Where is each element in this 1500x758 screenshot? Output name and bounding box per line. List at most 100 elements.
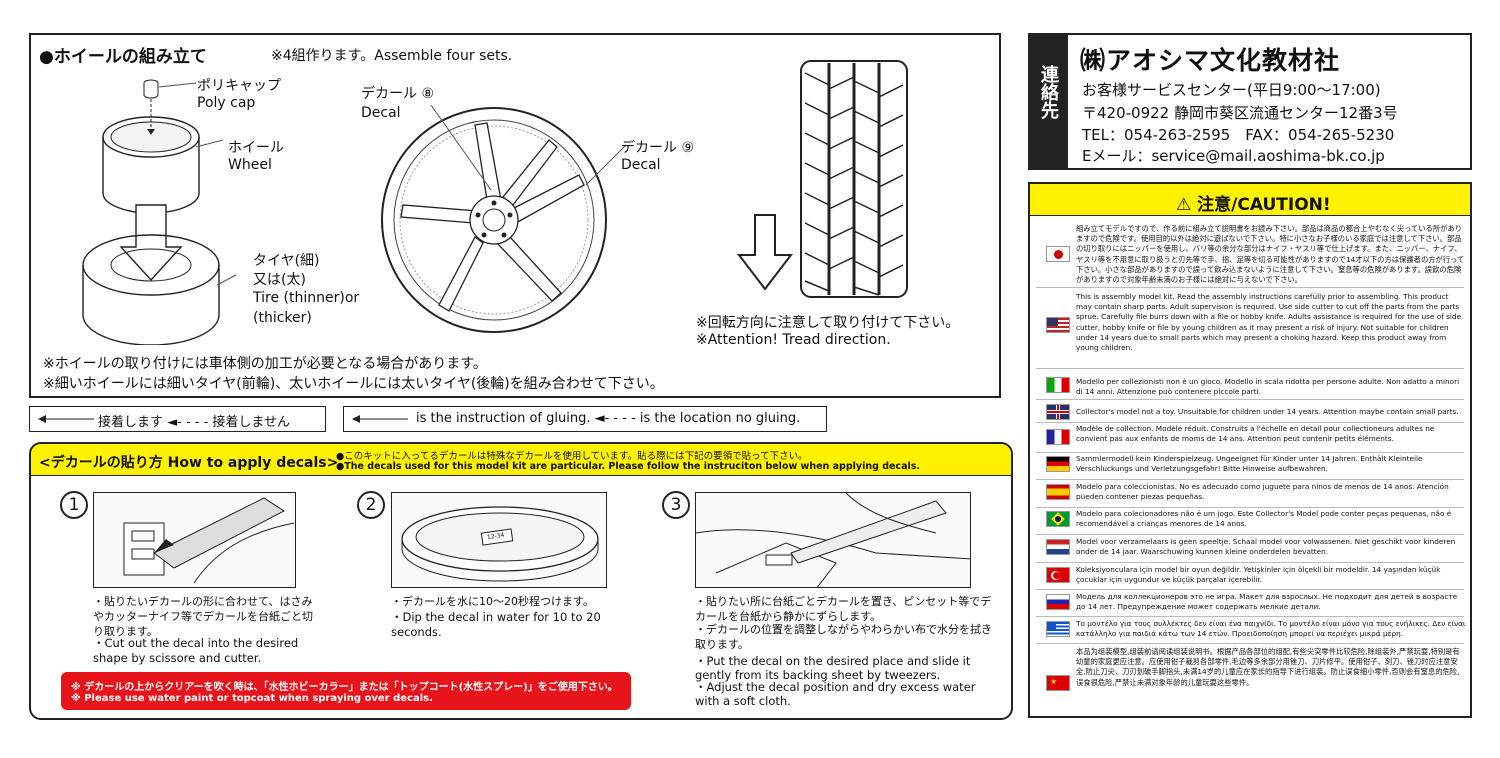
tire-label-jp1: タイヤ(細) — [253, 253, 320, 269]
caution-us: This is assembly model kit. Read the ass… — [1076, 292, 1462, 353]
caution-cn: 本品为组装模型,组装前请阅读组装说明书。根据产品各部位的组配,有些尖突零件比较危… — [1076, 647, 1460, 687]
step1-text-jp: ・貼りたいデカールの形に合わせて、はさみやカッターナイフ等でデカールを台紙ごと切… — [93, 595, 313, 638]
caution-tr: Koleksiyonculara için model bir oyun değ… — [1076, 565, 1441, 585]
germany-flag-icon — [1046, 456, 1070, 472]
decal8-label-en: Decal — [361, 105, 401, 121]
tread-direction-arrow — [737, 214, 793, 291]
company-name: ㈱アオシマ文化教材社 — [1080, 46, 1341, 75]
caution-ru: Модель для коллекционеров это не игра. М… — [1076, 592, 1458, 612]
france-flag-icon — [1046, 429, 1070, 445]
step3-text-en2: ・Adjust the decal position and dry exces… — [695, 680, 976, 708]
decal8-label-jp: デカール ⑧ — [361, 86, 435, 102]
tread-note-en: ※Attention! Tread direction. — [696, 332, 891, 348]
caution-de: Sammlermodell kein Kinderspielzeug. Unge… — [1076, 454, 1423, 474]
spain-flag-icon — [1046, 484, 1070, 500]
decal-intro-jp: ●このキットに入ってるデカールは特殊なデカールを使用しています。貼る際には下記の… — [336, 451, 808, 462]
caution-br: Modelo para colecionadores não é um jogo… — [1076, 509, 1452, 529]
japan-flag-icon — [1046, 246, 1070, 262]
divider — [1036, 534, 1464, 535]
polycap-label-en: Poly cap — [197, 95, 256, 111]
cutting-decal-icon — [123, 497, 295, 584]
divider — [1036, 616, 1464, 617]
caution-es: Modelo para coleccionistas. No es adecua… — [1076, 482, 1449, 502]
tire-tread-illustration — [800, 60, 908, 298]
tire-label-en1: Tire (thinner)or — [253, 290, 360, 306]
netherlands-flag-icon — [1046, 539, 1070, 555]
tire-label-en2: (thicker) — [253, 310, 312, 326]
rim-illustration — [381, 107, 607, 333]
assembly-note-1: ※ホイールの取り付けには車体側の加工が必要となる場合があります。 — [43, 356, 487, 372]
decal9-label-en: Decal — [621, 157, 661, 173]
greece-flag-icon — [1046, 621, 1070, 637]
divider — [1036, 368, 1464, 369]
email: Eメール：service@mail.aoshima-bk.co.jp — [1082, 147, 1385, 165]
wheel-label-jp: ホイール — [228, 140, 284, 156]
contact-label: 連絡先 — [1038, 65, 1059, 119]
decal-intro-en: ●The decals used for this model kit are … — [336, 461, 920, 472]
divider — [1036, 589, 1464, 590]
assembly-note: ※4組作ります。Assemble four sets. — [271, 48, 513, 64]
tel-fax: TEL：054-263-2595 FAX：054-265-5230 — [1082, 126, 1395, 144]
wheel-assembly-illustration — [82, 79, 237, 345]
turkey-flag-icon — [1046, 567, 1070, 583]
assembly-panel: ●ホイールの組み立て ※4組作ります。Assemble four sets. ポ… — [29, 33, 1001, 398]
contact-panel: 連絡先 ㈱アオシマ文化教材社 お客様サービスセンター(平日9:00～17:00)… — [1028, 33, 1472, 170]
service-center: お客様サービスセンター(平日9:00～17:00) — [1082, 81, 1381, 99]
decal-instructions-panel: <デカールの貼り方 How to apply decals> ●このキットに入っ… — [29, 442, 1013, 720]
glue-legend-en: is the instruction of gluing. ◄- - - - i… — [343, 406, 827, 432]
russia-flag-icon — [1046, 594, 1070, 610]
assembly-note-2: ※細いホイールには細いタイヤ(前輪)、太いホイールには太いタイヤ(後輪)を組み合… — [43, 376, 664, 392]
polycap-label-jp: ポリキャップ — [197, 78, 281, 94]
glue-legend-jp: 接着します ◄- - - - 接着しません — [29, 406, 326, 432]
caution-it: Modello per collezionisti non è un gioco… — [1076, 377, 1460, 397]
usa-flag-icon — [1046, 317, 1070, 333]
divider — [1036, 562, 1464, 563]
glue-arrow-icon — [38, 415, 94, 423]
wheel-label-en: Wheel — [228, 157, 272, 173]
caution-gr: Το μοντέλο για τους συλλέκτες δεν είναι … — [1076, 619, 1466, 639]
step1-illustration — [93, 492, 296, 588]
caution-jp: 組み立てモデルですので、作る前に組み立て説明書をお読み下さい。部品は商品の都合上… — [1076, 224, 1465, 285]
step3-text-jp2: ・デカールの位置を調整しながらやわらかい布で水分を拭き取ります。 — [695, 623, 992, 651]
step1-number: 1 — [60, 491, 88, 519]
step3-text-jp1: ・貼りたい所に台紙ごとデカールを置き、ピンセット等でデカールを台紙から静かにずら… — [695, 595, 992, 623]
brazil-flag-icon — [1046, 511, 1070, 527]
decal-warning-en: ※ Please use water paint or topcoat when… — [71, 693, 433, 704]
china-flag-icon: ★ — [1046, 675, 1070, 691]
decal-leader-lines — [430, 104, 627, 191]
glue-arrow-icon — [352, 415, 408, 423]
step2-illustration: 12-34 — [391, 492, 607, 588]
divider — [1036, 399, 1464, 400]
step2-number: 2 — [357, 491, 385, 519]
decal-header-title: <デカールの貼り方 How to apply decals> — [39, 455, 339, 471]
divider — [1036, 507, 1464, 508]
decal-warning-bar — [61, 672, 631, 710]
caution-header — [1030, 184, 1470, 216]
applying-decal-icon — [696, 493, 970, 587]
decal-header-bar — [31, 444, 1011, 476]
step1-text-en: ・Cut out the decal into the desired shap… — [93, 636, 299, 665]
italy-flag-icon — [1046, 377, 1070, 393]
divider — [1036, 422, 1464, 423]
uk-flag-icon — [1046, 404, 1070, 420]
address: 〒420-0922 静岡市葵区流通センター12番3号 — [1082, 104, 1398, 122]
glue-legend-en-text: is the instruction of gluing. ◄- - - - i… — [416, 411, 801, 426]
tire-label-jp2: 又は(太) — [253, 272, 306, 288]
divider — [1036, 287, 1464, 288]
caution-panel: ⚠ 注意/CAUTION! 組み立てモデルですので、作る前に組み立て説明書をお読… — [1028, 182, 1472, 718]
decal-warning-jp: ※ デカールの上からクリアーを吹く時は、「水性ホビーカラー」または「トップコート… — [71, 682, 618, 693]
caution-uk: Collector's model not a toy. Unsuitable … — [1076, 407, 1459, 416]
caution-title: ⚠ 注意/CAUTION! — [1176, 195, 1331, 215]
step2-text-en: ・Dip the decal in water for 10 to 20 sec… — [391, 610, 601, 639]
decal9-label-jp: デカール ⑨ — [621, 140, 695, 156]
step3-number: 3 — [662, 491, 690, 519]
divider — [1036, 479, 1464, 480]
divider — [1036, 452, 1464, 453]
contact-label-bar — [1030, 35, 1068, 168]
step3-illustration — [695, 492, 971, 588]
step2-text-jp: ・デカールを水に10～20秒程つけます。 — [391, 595, 594, 608]
glue-legend-jp-text: 接着します ◄- - - - 接着しません — [98, 415, 291, 430]
water-dish-icon — [401, 506, 599, 582]
caution-nl: Model voor verzamelaars is geen speeltje… — [1076, 537, 1456, 557]
divider — [1036, 643, 1464, 644]
